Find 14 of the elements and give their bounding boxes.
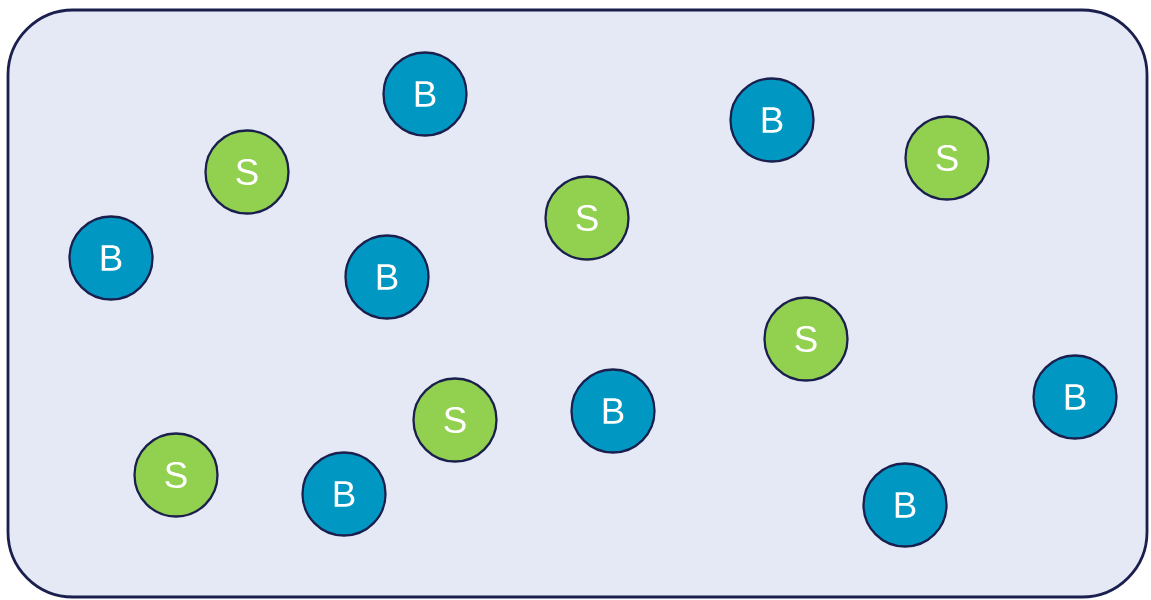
circle-node: B: [1032, 354, 1118, 440]
circle-node: S: [204, 129, 290, 215]
circle-node: B: [301, 451, 387, 537]
circle-node: B: [862, 462, 948, 548]
circle-node: S: [904, 115, 990, 201]
circle-node: B: [382, 51, 468, 137]
circle-node: S: [412, 377, 498, 463]
circle-node: B: [344, 234, 430, 320]
circle-node: B: [68, 215, 154, 301]
circle-node: B: [729, 77, 815, 163]
circle-node: S: [763, 296, 849, 382]
circle-node: B: [570, 368, 656, 454]
circle-node: S: [133, 432, 219, 518]
circle-node: S: [544, 175, 630, 261]
